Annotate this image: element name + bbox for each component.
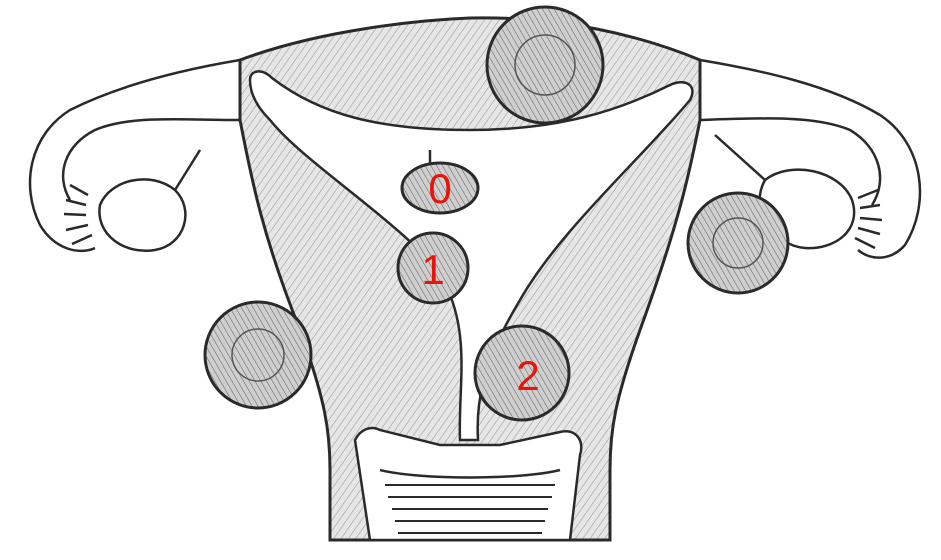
fibroid-label-0: 0 [428,165,451,212]
fibroid-subserosal-left [205,302,311,408]
fibroid-label-1: 1 [421,246,444,293]
fibroid-label-2: 2 [516,352,539,399]
fibroid-type-2: 2 [475,326,569,420]
fibroid-type-1: 1 [398,233,468,303]
left-ovary [99,150,200,251]
fibroid-subserosal-fundus [487,7,603,123]
fibroid-subserosal-right [688,193,788,293]
cervix [355,428,581,540]
